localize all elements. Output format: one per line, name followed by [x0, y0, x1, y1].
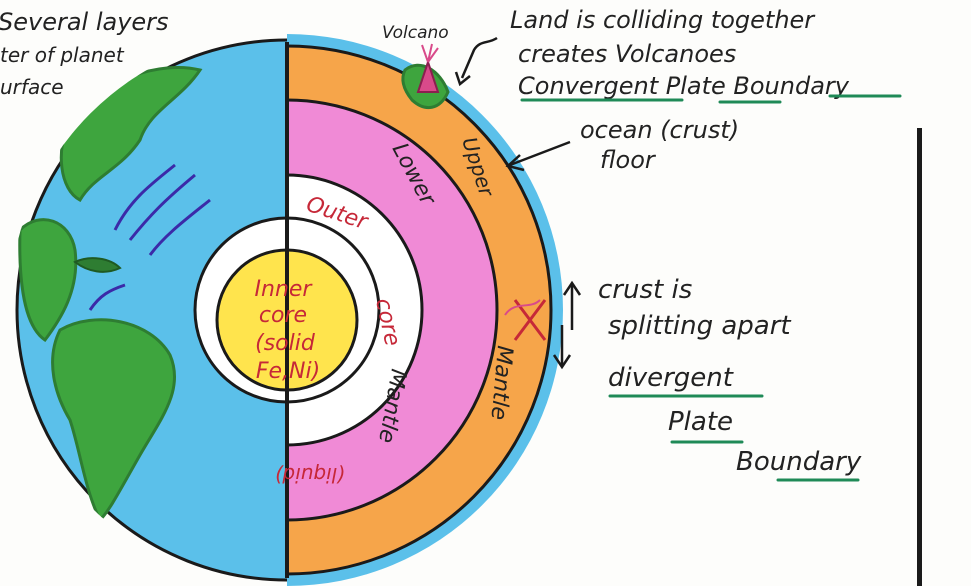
divergent-arrows-icon: [552, 280, 582, 370]
svg-text:Fe,Ni): Fe,Ni): [256, 359, 320, 384]
divergent-split-icon: [504, 299, 547, 341]
svg-text:urface: urface: [0, 75, 64, 99]
svg-text:Plate: Plate: [668, 407, 733, 437]
svg-text:floor: floor: [600, 146, 657, 174]
svg-text:crust is: crust is: [598, 275, 692, 305]
svg-text:Boundary: Boundary: [736, 447, 862, 477]
ocean-ridges: [88, 163, 211, 311]
svg-text:core: core: [259, 303, 307, 328]
earth-globe: [15, 34, 563, 586]
inner-core-label: Inner core (solid Fe,Ni): [255, 277, 321, 384]
svg-text:Several layers: Several layers: [0, 8, 169, 36]
svg-text:(liquid): (liquid): [275, 463, 345, 487]
svg-text:Inner: Inner: [255, 277, 314, 302]
svg-text:ter of planet: ter of planet: [0, 43, 125, 67]
ocean-floor-label: ocean (crust) floor: [580, 116, 739, 174]
continent-west: [18, 218, 78, 343]
pointer-arrow-icon: [505, 140, 571, 172]
svg-text:(solid: (solid: [255, 331, 316, 356]
divergent-label: crust is splitting apart divergent Plate…: [598, 275, 862, 482]
volcano-label: Volcano: [382, 23, 449, 43]
convergent-label: Land is colliding together creates Volca…: [510, 6, 902, 104]
volcano-icon: [416, 43, 440, 93]
svg-text:ocean (crust): ocean (crust): [580, 116, 739, 144]
svg-text:divergent: divergent: [608, 363, 734, 393]
continent-south: [51, 318, 176, 523]
volcano-pointer-icon: [454, 36, 498, 87]
svg-text:Convergent Plate Boundary: Convergent Plate Boundary: [518, 72, 850, 100]
page-edge-bar: [917, 128, 922, 586]
svg-text:creates Volcanoes: creates Volcanoes: [518, 40, 736, 68]
svg-text:Land is colliding together: Land is colliding together: [510, 6, 816, 34]
islands: [73, 257, 122, 273]
several-layers-label: Several layers ter of planet urface: [0, 8, 169, 99]
svg-text:splitting apart: splitting apart: [608, 311, 791, 341]
